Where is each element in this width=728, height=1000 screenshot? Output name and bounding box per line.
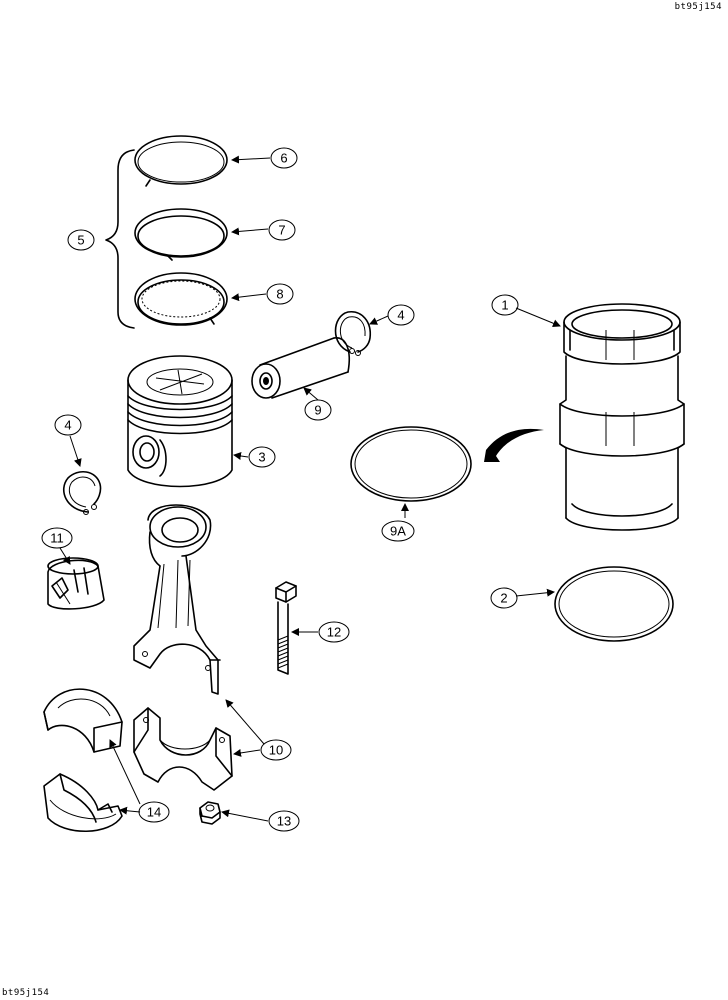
svg-text:9: 9	[314, 403, 321, 418]
svg-text:7: 7	[278, 223, 285, 238]
o-ring	[350, 426, 472, 502]
piston-ring-oil	[134, 272, 228, 326]
drawing-reference-code-bottom: bt95j154	[2, 988, 50, 998]
snap-ring-lower	[63, 471, 102, 515]
svg-text:8: 8	[276, 287, 283, 302]
callout-7: 7	[268, 219, 296, 241]
drawing-reference-code-top: bt95j154	[674, 2, 722, 12]
piston-pin	[251, 337, 350, 399]
callout-10: 10	[260, 739, 292, 761]
rotation-arrow	[484, 428, 544, 462]
connecting-rod-nut	[199, 801, 221, 825]
svg-text:1: 1	[501, 298, 508, 313]
seal-ring	[554, 566, 674, 642]
svg-text:14: 14	[147, 805, 161, 820]
leader-lines	[59, 155, 561, 822]
svg-text:6: 6	[280, 151, 287, 166]
callout-4-lower: 4	[54, 414, 82, 436]
piston-ring-top	[134, 135, 228, 187]
callout-3: 3	[248, 446, 276, 468]
connecting-rod-cap	[133, 707, 233, 791]
svg-text:9A: 9A	[390, 524, 406, 539]
callout-4-upper: 4	[387, 304, 415, 326]
svg-text:5: 5	[77, 233, 84, 248]
cylinder-liner	[559, 303, 685, 531]
bearing-shell-lower	[43, 773, 123, 833]
connecting-rod-bushing	[47, 557, 105, 610]
svg-text:11: 11	[50, 531, 64, 546]
callout-8: 8	[266, 283, 294, 305]
connecting-rod	[133, 504, 221, 695]
svg-text:12: 12	[327, 625, 341, 640]
callout-14: 14	[138, 801, 170, 823]
svg-text:4: 4	[397, 308, 404, 323]
svg-text:2: 2	[500, 591, 507, 606]
callout-1: 1	[491, 294, 519, 316]
callout-9a: 9A	[381, 520, 415, 542]
piston-ring-second	[134, 208, 228, 261]
svg-text:10: 10	[269, 743, 283, 758]
svg-text:13: 13	[277, 814, 291, 829]
svg-text:3: 3	[258, 450, 265, 465]
callout-6: 6	[270, 147, 298, 169]
callout-5: 5	[67, 229, 95, 251]
callout-12: 12	[318, 621, 350, 643]
bearing-shell-upper	[43, 688, 123, 753]
snap-ring-upper	[334, 311, 372, 356]
callout-13: 13	[268, 810, 300, 832]
callout-2: 2	[490, 587, 518, 609]
callout-9: 9	[304, 399, 332, 421]
piston	[127, 355, 233, 488]
ring-set-bracket	[105, 149, 135, 329]
svg-text:4: 4	[64, 418, 71, 433]
callout-11: 11	[41, 527, 73, 549]
connecting-rod-bolt	[275, 581, 297, 675]
